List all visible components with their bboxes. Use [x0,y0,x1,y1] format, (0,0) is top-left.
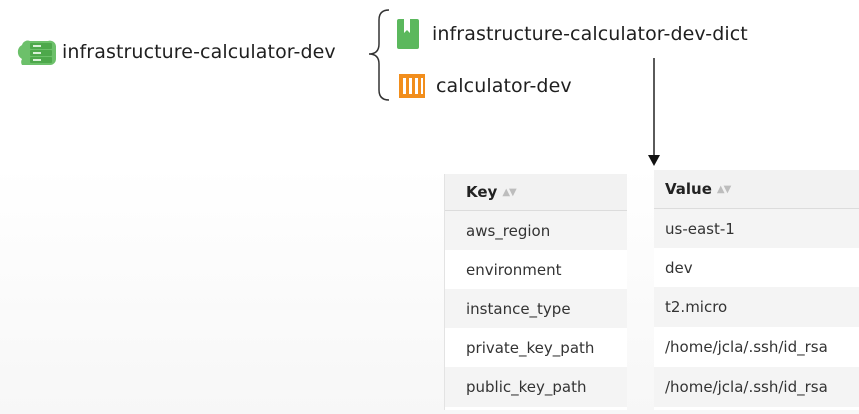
table-row: us-east-1 [654,209,859,248]
table-row: dev [654,248,859,287]
child-node-dict[interactable]: infrastructure-calculator-dev-dict [394,16,754,52]
child-node-container[interactable]: calculator-dev [396,71,578,101]
table-row: public_key_path [445,367,627,407]
root-node-label: infrastructure-calculator-dev [62,41,336,63]
sort-icon[interactable]: ▲▼ [716,183,731,195]
key-cell: aws_region [466,221,551,240]
value-cell: t2.micro [665,298,728,316]
child-node-container-label: calculator-dev [436,75,572,97]
brace-connector [368,9,390,101]
key-cell: public_key_path [466,378,587,396]
value-table: Value ▲▼ us-east-1 dev t2.micro /home/jc… [654,170,859,410]
server-stack-icon [17,40,56,65]
table-row: instance_type [445,289,627,328]
child-node-dict-label: infrastructure-calculator-dev-dict [432,23,748,45]
root-node[interactable]: infrastructure-calculator-dev [12,35,342,69]
table-row: private_key_path [445,328,627,367]
key-header[interactable]: Key ▲▼ [445,174,627,211]
sort-icon[interactable]: ▲▼ [502,186,516,198]
table-row: t2.micro [654,287,859,327]
value-cell: dev [665,258,693,277]
table-row: aws_region [445,211,627,250]
dictionary-icon [397,19,419,49]
value-cell: /home/jcla/.ssh/id_rsa [665,338,828,356]
key-cell: instance_type [466,299,571,318]
table-row: /home/jcla/.ssh/id_rsa [654,327,859,367]
key-table: Key ▲▼ aws_region environment instance_t… [444,174,627,410]
value-header-label: Value [665,180,712,198]
value-header[interactable]: Value ▲▼ [654,170,859,209]
key-cell: environment [466,260,562,279]
value-cell: /home/jcla/.ssh/id_rsa [665,378,828,396]
table-row: /home/jcla/.ssh/id_rsa [654,367,859,407]
container-icon [399,74,425,98]
key-cell: private_key_path [466,338,595,357]
arrow-head [648,155,660,166]
value-cell: us-east-1 [665,219,735,238]
table-row: environment [445,250,627,289]
key-header-label: Key [466,183,498,201]
